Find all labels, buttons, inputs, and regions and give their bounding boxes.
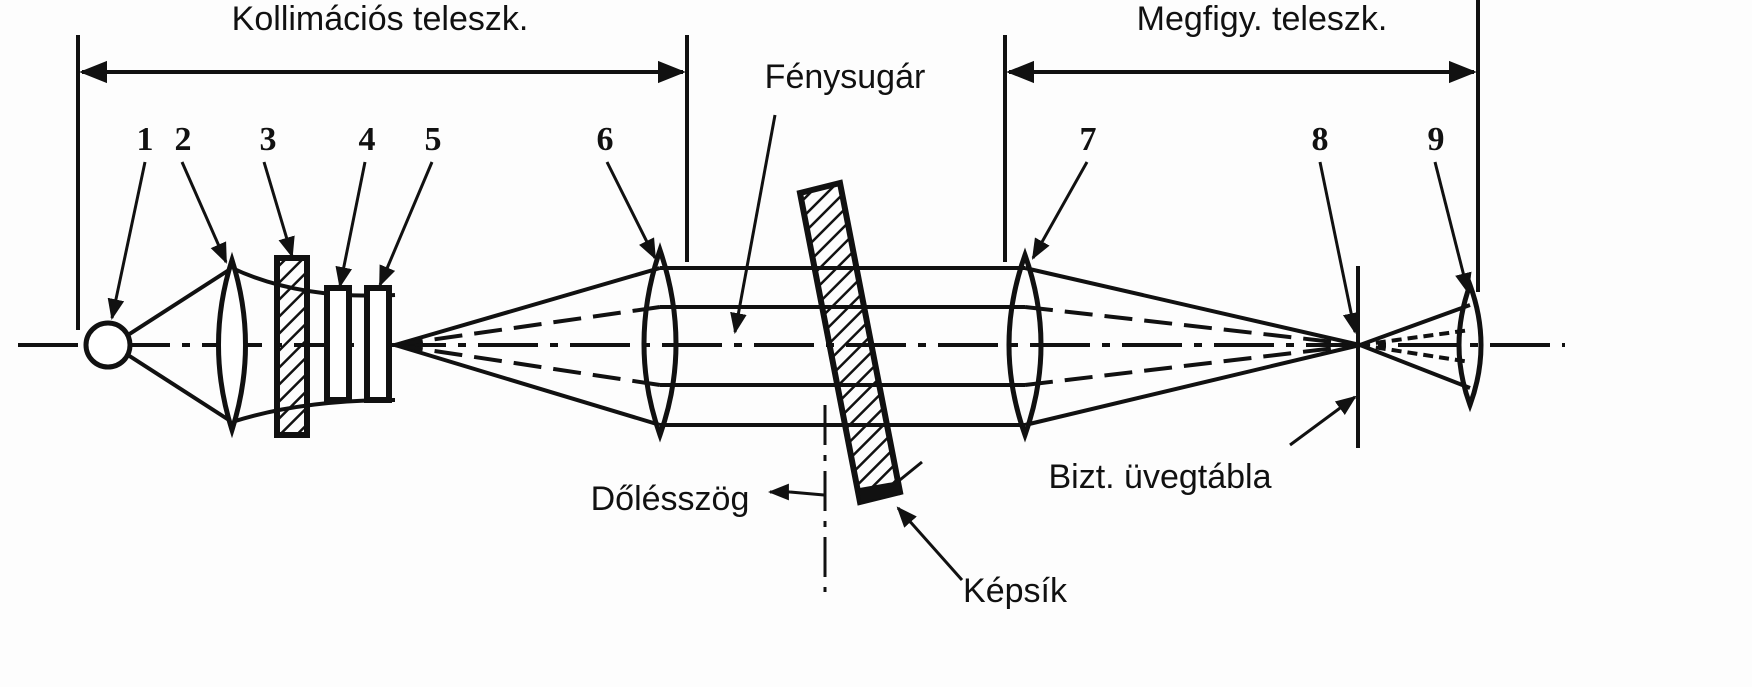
part-number-9: 9 <box>1428 121 1445 158</box>
part-number-1: 1 <box>137 121 154 158</box>
part-number-3: 3 <box>260 121 277 158</box>
filter-plate <box>274 255 310 438</box>
part-number-8: 8 <box>1312 121 1329 158</box>
objective-lens <box>1006 247 1044 443</box>
part-number-2: 2 <box>175 121 192 158</box>
part-number-4: 4 <box>359 121 376 158</box>
observation-telescope-title: Megfigy. teleszk. <box>1137 0 1388 38</box>
part-number-6: 6 <box>597 121 614 158</box>
eyepiece-lens <box>1456 277 1484 413</box>
safety-glass-label: Bizt. üvegtábla <box>1048 458 1271 496</box>
beam-label: Fénysugár <box>765 58 926 96</box>
tilt-angle-label: Dőlésszög <box>591 480 750 518</box>
tilted-glass-sample <box>796 179 904 506</box>
observation-bracket <box>1003 0 1480 292</box>
condenser-lens <box>216 251 248 439</box>
collimator-bracket <box>76 35 689 330</box>
part-number-5: 5 <box>425 121 442 158</box>
collimator-lens <box>641 242 679 443</box>
part-number-7: 7 <box>1080 121 1097 158</box>
image-plane-label: Képsík <box>963 572 1068 610</box>
plate-4 <box>324 285 352 403</box>
plate-5 <box>364 285 392 403</box>
collimator-telescope-title: Kollimációs teleszk. <box>232 0 529 38</box>
light-source <box>83 320 133 370</box>
